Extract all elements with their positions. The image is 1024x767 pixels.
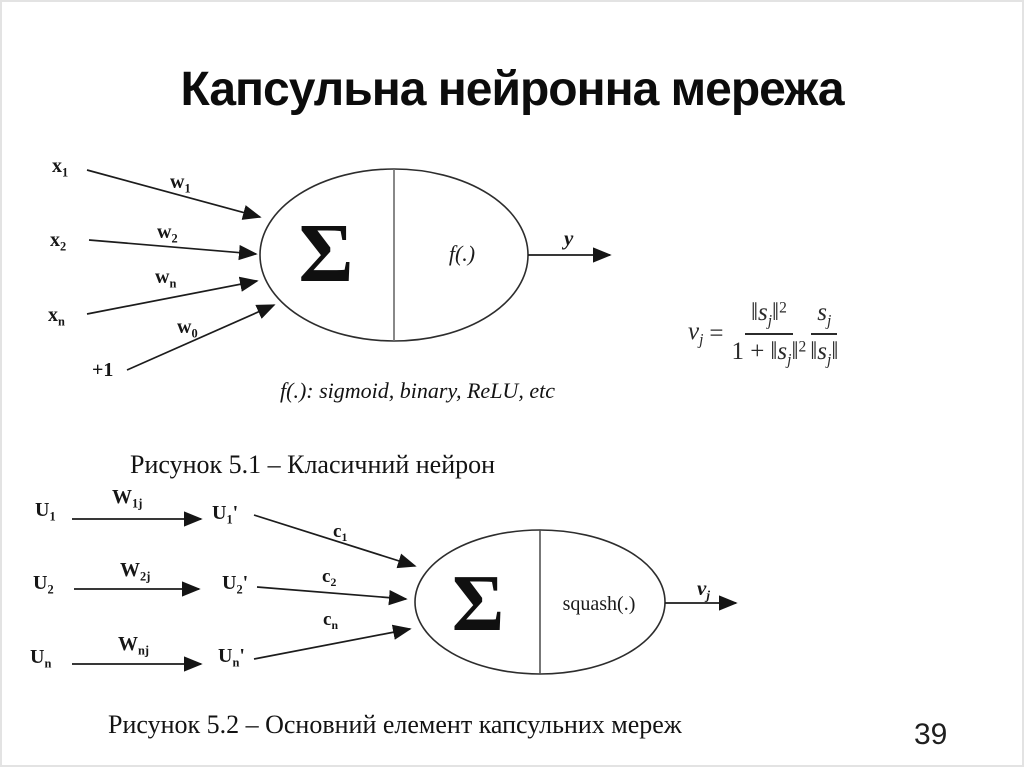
fig1-weight-label-wn: wn xyxy=(155,266,177,291)
fraction2-numerator: sj xyxy=(811,299,838,335)
fig2-weight-label-wnj: Wnj xyxy=(118,633,150,658)
formula-lhs: vj xyxy=(688,318,704,349)
figure2-diagram xyxy=(72,511,738,675)
fig2-sum-symbol: Σ xyxy=(451,560,505,648)
fig2-coupling-arrow xyxy=(256,586,408,606)
fig1-activation-note: f(.): sigmoid, binary, ReLU, etc xyxy=(280,378,555,403)
fig2-prediction-label-unp: Un' xyxy=(218,645,245,670)
fig1-activation-label: f(.) xyxy=(448,241,476,266)
fig2-input-label-un: Un xyxy=(30,646,52,671)
fraction1-numerator: ‖sj‖2 xyxy=(744,299,793,335)
fig2-coupling-arrow xyxy=(253,624,412,660)
fig2-output-label: vj xyxy=(697,576,710,603)
fig2-prediction-label-u1p: U1' xyxy=(212,502,239,527)
fraction2-denominator: ‖sj‖ xyxy=(810,338,839,369)
figure1-diagram xyxy=(86,168,612,371)
formula-fraction-1: ‖sj‖2 1 +‖sj‖2 xyxy=(732,299,807,370)
fig2-coefficient-label-c1: c1 xyxy=(333,521,348,545)
fig1-input-arrow xyxy=(126,304,276,371)
fig1-input-arrow xyxy=(86,276,259,315)
fig1-input-label-bias: +1 xyxy=(92,359,114,381)
fig1-input-label-xn: xn xyxy=(48,304,65,329)
fig2-coupling-arrow xyxy=(253,514,417,569)
fig2-prediction-label-u2p: U2' xyxy=(222,572,249,597)
fraction1-denominator: 1 +‖sj‖2 xyxy=(731,338,807,369)
fig2-weight-label-w1j: W1j xyxy=(112,486,143,511)
slide-title: Капсульна нейронна мережа xyxy=(180,63,844,116)
fig2-input-label-u1: U1 xyxy=(35,499,56,524)
fig1-input-arrow xyxy=(88,239,258,261)
fig1-input-label-x2: x2 xyxy=(50,229,67,254)
fig2-weight-label-w2j: W2j xyxy=(120,559,151,584)
fig1-input-label-x1: x1 xyxy=(52,155,69,180)
fig2-activation-label: squash(.) xyxy=(562,593,636,615)
fig1-sum-symbol: Σ xyxy=(298,207,354,300)
equals-sign: = xyxy=(709,320,724,347)
fig2-coefficient-label-cn: cn xyxy=(323,609,338,633)
fig2-input-label-u2: U2 xyxy=(33,572,54,597)
fig2-caption: Рисунок 5.2 – Основний елемент капсульни… xyxy=(108,710,682,739)
fig1-weight-label-w2: w2 xyxy=(157,221,178,246)
fig1-input-arrow xyxy=(86,169,262,220)
fig1-caption: Рисунок 5.1 – Класичний нейрон xyxy=(130,450,496,479)
fig1-output-label: y xyxy=(564,226,574,250)
fig2-coefficient-label-c2: c2 xyxy=(322,566,337,590)
squash-formula: vj = ‖sj‖2 1 +‖sj‖2 sj ‖sj‖ xyxy=(688,286,838,382)
fig1-weight-label-w0: w0 xyxy=(177,316,198,341)
formula-fraction-2: sj ‖sj‖ xyxy=(810,299,838,370)
fig1-weight-label-w1: w1 xyxy=(170,171,191,196)
page-number: 39 xyxy=(914,718,948,751)
